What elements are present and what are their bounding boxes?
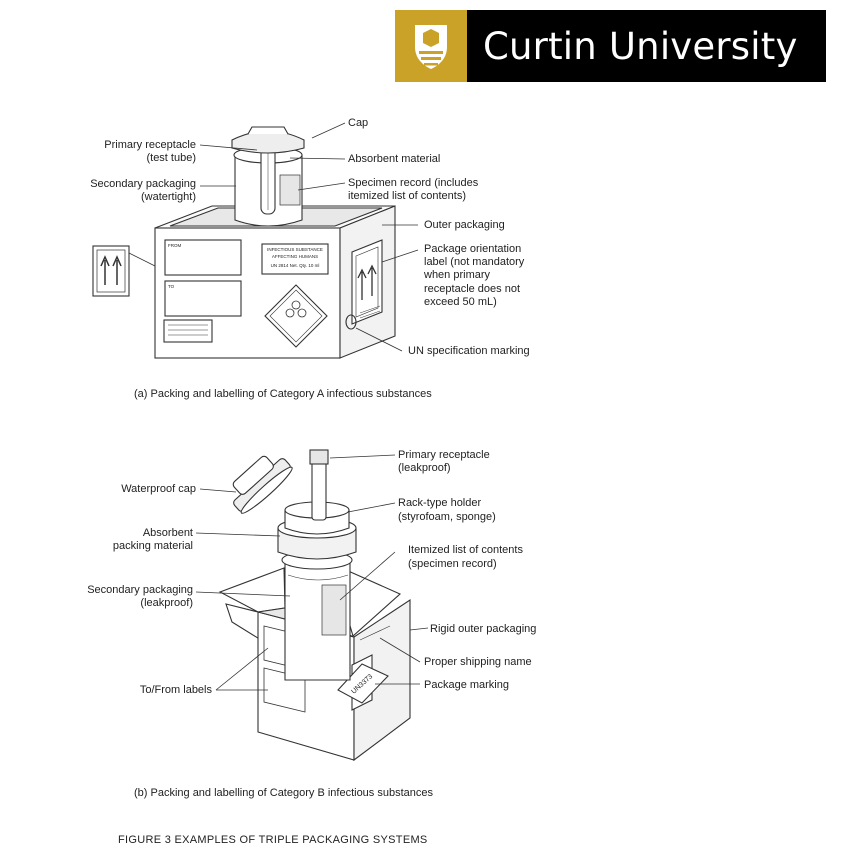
label-orientation-3: when primary bbox=[423, 269, 491, 281]
box-to-label: TO bbox=[168, 284, 175, 289]
label-orientation-2: label (not mandatory bbox=[424, 256, 525, 268]
part-a-labels: Cap Primary receptacle (test tube) Absor… bbox=[90, 117, 529, 400]
part-b-leader-lines bbox=[195, 454, 429, 691]
caption-part-b: (b) Packing and labelling of Category B … bbox=[134, 787, 434, 799]
curtin-logo: Curtin University bbox=[395, 10, 826, 82]
label-cap: Cap bbox=[348, 117, 368, 129]
curtin-shield-icon bbox=[395, 10, 467, 82]
label-orientation-1: Package orientation bbox=[424, 243, 521, 255]
label-orientation-5: exceed 50 mL) bbox=[424, 296, 497, 308]
box-from-label: FROM bbox=[168, 243, 181, 248]
label-specimen-record-sub: itemized list of contents) bbox=[348, 190, 466, 202]
part-b-labels: Primary receptacle (leakproof) Waterproo… bbox=[87, 449, 536, 799]
label-primary-receptacle: Primary receptacle bbox=[104, 139, 196, 151]
label-rack-holder: Rack-type holder bbox=[398, 497, 481, 509]
figure-title: FIGURE 3 EXAMPLES OF TRIPLE PACKAGING SY… bbox=[118, 834, 428, 846]
label-rack-holder-sub: (styrofoam, sponge) bbox=[398, 511, 496, 523]
label-outer-packaging: Outer packaging bbox=[424, 219, 505, 231]
label-secondary-packaging-sub: (watertight) bbox=[141, 191, 196, 203]
label-itemized-list: Itemized list of contents bbox=[408, 544, 523, 556]
box-infectious-3: UN 2814 Net. Qty. 10 ml bbox=[271, 263, 320, 268]
category-a-illustration bbox=[154, 126, 396, 359]
university-name: Curtin University bbox=[483, 24, 798, 68]
label-to-from: To/From labels bbox=[140, 684, 213, 696]
orientation-label-icon bbox=[92, 245, 156, 297]
label-package-marking: Package marking bbox=[424, 679, 509, 691]
label-primary-receptacle-sub: (test tube) bbox=[146, 152, 196, 164]
part-a-leader-lines bbox=[199, 122, 419, 352]
label-itemized-list-sub: (specimen record) bbox=[408, 558, 497, 570]
label-primary-leakproof-sub: (leakproof) bbox=[398, 462, 451, 474]
label-secondary-leakproof-sub: (leakproof) bbox=[140, 597, 193, 609]
label-orientation-4: receptacle does not bbox=[424, 283, 520, 295]
category-b-illustration bbox=[218, 449, 411, 762]
label-shipping-name: Proper shipping name bbox=[424, 656, 532, 668]
box-infectious-2: AFFECTING HUMANS bbox=[272, 254, 318, 259]
caption-part-a: (a) Packing and labelling of Category A … bbox=[134, 388, 432, 400]
label-un-specification: UN specification marking bbox=[408, 345, 530, 357]
label-secondary-packaging: Secondary packaging bbox=[90, 178, 196, 190]
label-absorbent-packing-sub: packing material bbox=[113, 540, 193, 552]
box-infectious-1: INFECTIOUS SUBSTANCE bbox=[267, 247, 323, 252]
label-primary-leakproof: Primary receptacle bbox=[398, 449, 490, 461]
label-specimen-record: Specimen record (includes bbox=[348, 177, 479, 189]
label-waterproof-cap: Waterproof cap bbox=[121, 483, 196, 495]
label-rigid-outer: Rigid outer packaging bbox=[430, 623, 536, 635]
label-secondary-leakproof: Secondary packaging bbox=[87, 584, 193, 596]
label-absorbent-material: Absorbent material bbox=[348, 153, 440, 165]
label-absorbent-packing: Absorbent bbox=[143, 527, 193, 539]
